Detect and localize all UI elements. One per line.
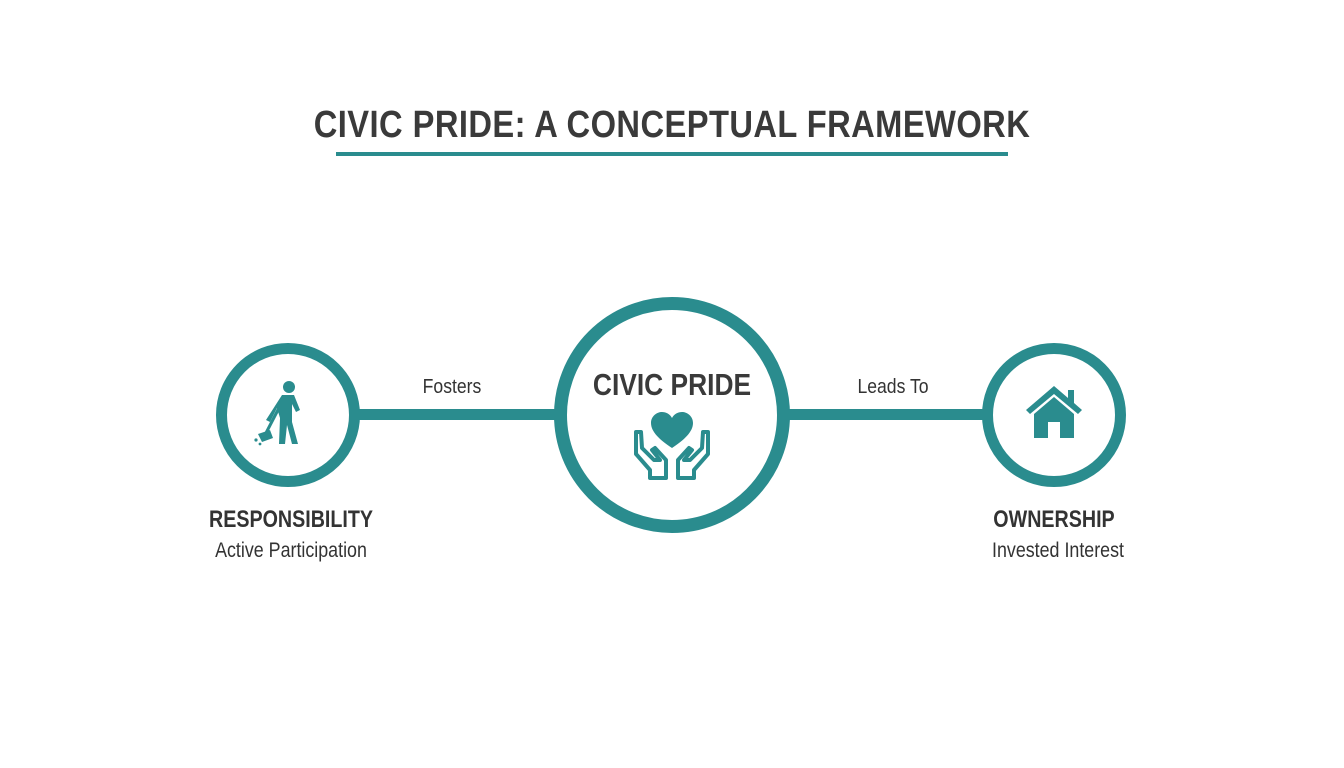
ownership-subtitle: Invested Interest xyxy=(992,539,1124,562)
title-underline xyxy=(336,152,1008,156)
connector-leads-to xyxy=(785,409,990,420)
edge-label-leads-to: Leads To xyxy=(857,376,929,398)
responsibility-title: RESPONSIBILITY xyxy=(208,506,374,533)
diagram-title: CIVIC PRIDE: A CONCEPTUAL FRAMEWORK xyxy=(313,104,1031,146)
responsibility-subtitle: Active Participation xyxy=(215,539,367,562)
ownership-title: OWNERSHIP xyxy=(993,506,1115,533)
edge-label-fosters: Fosters xyxy=(422,376,482,398)
hands-holding-heart-icon xyxy=(630,408,714,480)
connector-fosters xyxy=(355,409,560,420)
civic-pride-label: CIVIC PRIDE xyxy=(592,367,752,402)
person-sweeping-icon xyxy=(252,378,324,450)
responsibility-node xyxy=(216,343,360,487)
house-icon xyxy=(1022,382,1086,442)
